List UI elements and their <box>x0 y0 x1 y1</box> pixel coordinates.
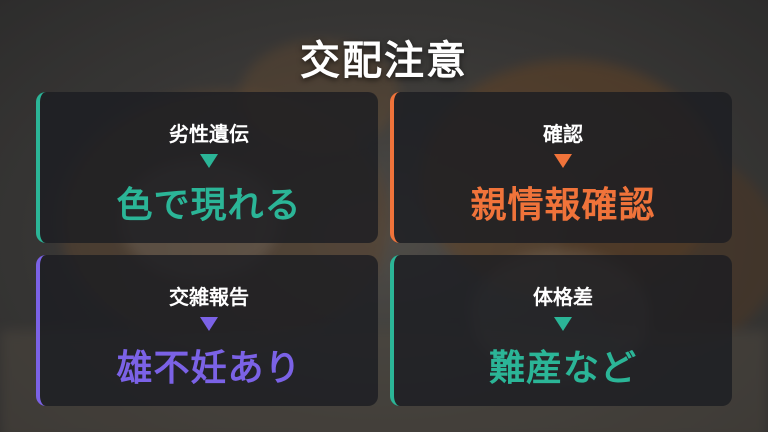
card-grid: 劣性遺伝 色で現れる 確認 親情報確認 交雑報告 雄不妊あり 体格差 難産など <box>36 92 732 406</box>
down-triangle-icon <box>554 154 572 168</box>
card-value: 色で現れる <box>116 185 302 226</box>
card-hybrid-report: 交雑報告 雄不妊あり <box>36 255 378 406</box>
card-label: 交雑報告 <box>169 285 249 309</box>
card-recessive-inheritance: 劣性遺伝 色で現れる <box>36 92 378 243</box>
down-triangle-icon <box>200 154 218 168</box>
card-value: 雄不妊あり <box>116 348 302 389</box>
card-label: 劣性遺伝 <box>169 122 249 146</box>
card-value: 難産など <box>488 348 637 389</box>
card-value: 親情報確認 <box>470 185 656 226</box>
card-confirmation: 確認 親情報確認 <box>390 92 732 243</box>
card-label: 確認 <box>543 122 583 146</box>
down-triangle-icon <box>554 317 572 331</box>
card-size-difference: 体格差 難産など <box>390 255 732 406</box>
card-label: 体格差 <box>533 285 593 309</box>
down-triangle-icon <box>200 317 218 331</box>
page-title: 交配注意 <box>300 38 468 84</box>
